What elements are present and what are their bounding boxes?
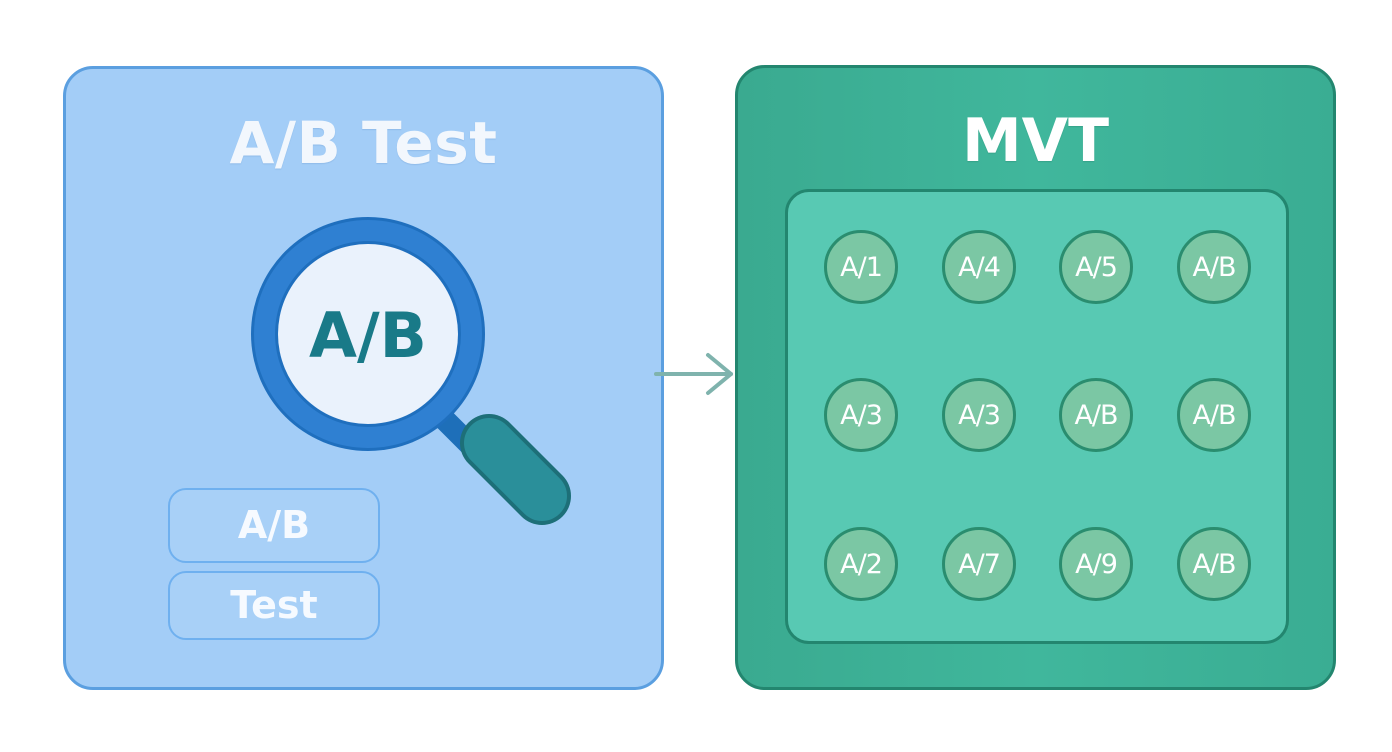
ab-test-panel: A/B Test A/B A/B Test	[63, 66, 664, 690]
variant-cell: A/9	[1059, 527, 1133, 601]
ab-test-title: A/B Test	[229, 109, 498, 177]
mvt-title: MVT	[961, 106, 1110, 176]
variant-cell: A/3	[824, 378, 898, 452]
variant-cell: A/B	[1177, 378, 1251, 452]
ab-pill: A/B	[168, 488, 380, 563]
variant-cell: A/B	[1177, 230, 1251, 304]
variant-cell: A/B	[1177, 527, 1251, 601]
variant-cell: A/5	[1059, 230, 1133, 304]
test-pill: Test	[168, 571, 380, 640]
magnifier-label: A/B	[309, 299, 427, 372]
magnifier-icon: A/B	[251, 217, 571, 525]
variant-cell: A/2	[824, 527, 898, 601]
variant-cell: A/7	[942, 527, 1016, 601]
variant-cell: A/1	[824, 230, 898, 304]
arrow-right-icon	[654, 353, 733, 395]
variant-cell: A/4	[942, 230, 1016, 304]
variant-cell: A/3	[942, 378, 1016, 452]
variant-cell: A/B	[1059, 378, 1133, 452]
